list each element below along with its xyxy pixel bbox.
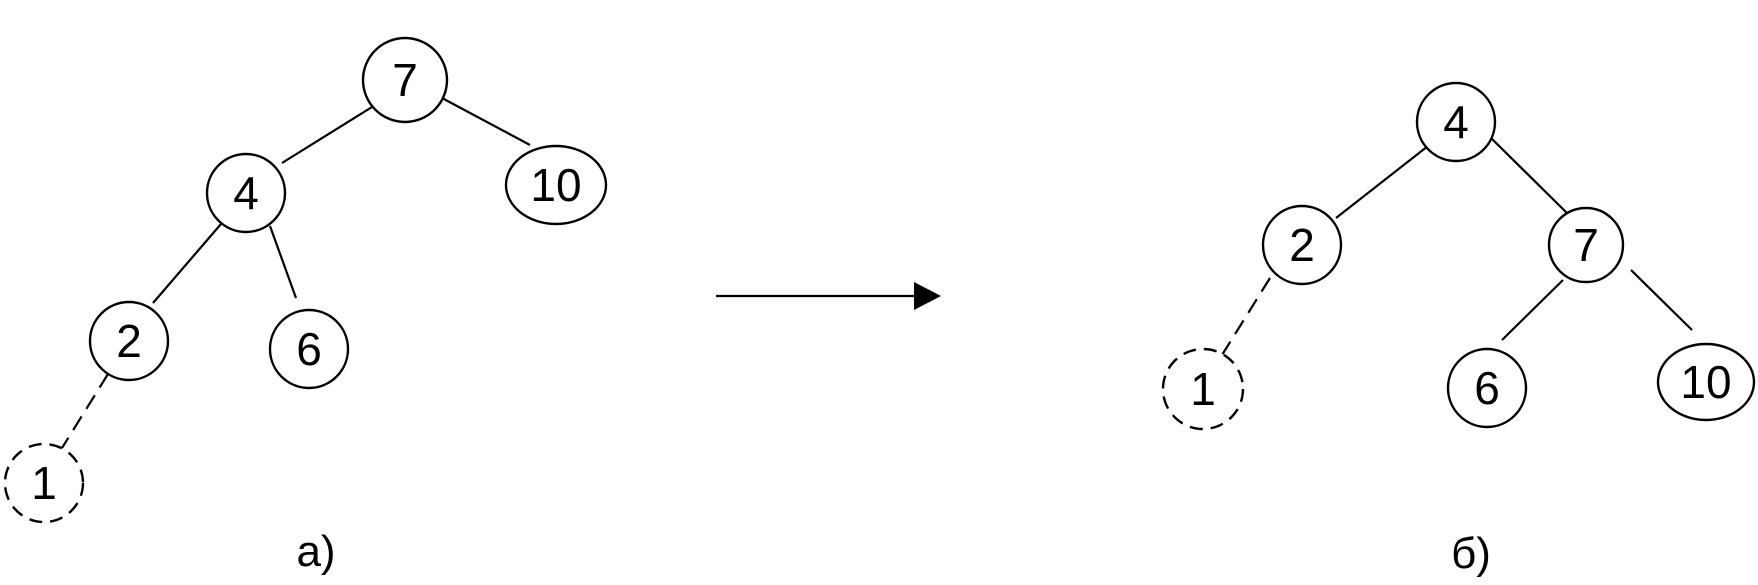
svg-text:7: 7 bbox=[1573, 219, 1599, 271]
caption-a: а) bbox=[296, 527, 335, 576]
arrow-head-icon bbox=[914, 282, 941, 310]
edge-a-4-2 bbox=[152, 223, 222, 304]
tree-a: 7 4 10 2 6 1 а) bbox=[3, 36, 608, 576]
node-a-2: 2 bbox=[88, 300, 170, 382]
edge-b-7-6 bbox=[1501, 279, 1564, 341]
svg-text:2: 2 bbox=[1289, 219, 1315, 271]
node-b-2: 2 bbox=[1261, 204, 1343, 286]
svg-text:1: 1 bbox=[31, 457, 57, 509]
edge-a-7-4 bbox=[281, 106, 373, 164]
node-a-4: 4 bbox=[205, 152, 287, 234]
node-b-1: 1 bbox=[1161, 347, 1245, 431]
edge-a-4-6 bbox=[268, 225, 298, 299]
node-b-6: 6 bbox=[1446, 347, 1528, 429]
svg-text:1: 1 bbox=[1190, 363, 1216, 415]
svg-text:2: 2 bbox=[116, 315, 142, 367]
transform-arrow bbox=[716, 282, 941, 310]
svg-text:7: 7 bbox=[392, 54, 418, 106]
svg-text:6: 6 bbox=[1474, 362, 1500, 414]
node-a-7: 7 bbox=[361, 36, 449, 124]
node-b-7: 7 bbox=[1547, 206, 1625, 284]
edge-b-4-7 bbox=[1491, 138, 1571, 217]
svg-text:6: 6 bbox=[296, 323, 322, 375]
edge-b-7-10 bbox=[1630, 269, 1693, 331]
node-a-6: 6 bbox=[268, 308, 350, 390]
node-a-1: 1 bbox=[3, 442, 85, 524]
edge-b-2-1 bbox=[1221, 277, 1271, 356]
node-a-10: 10 bbox=[504, 144, 608, 226]
edge-a-2-1 bbox=[61, 373, 109, 449]
caption-b: б) bbox=[1451, 529, 1491, 578]
edge-b-4-2 bbox=[1335, 145, 1429, 219]
tree-b: 4 2 7 1 6 10 б) bbox=[1161, 81, 1756, 578]
node-b-4: 4 bbox=[1415, 81, 1497, 163]
node-b-10: 10 bbox=[1656, 342, 1756, 422]
svg-text:4: 4 bbox=[1443, 96, 1469, 148]
svg-text:10: 10 bbox=[530, 159, 581, 211]
svg-text:10: 10 bbox=[1680, 356, 1731, 408]
svg-text:4: 4 bbox=[233, 167, 259, 219]
edge-a-7-10 bbox=[441, 97, 531, 146]
